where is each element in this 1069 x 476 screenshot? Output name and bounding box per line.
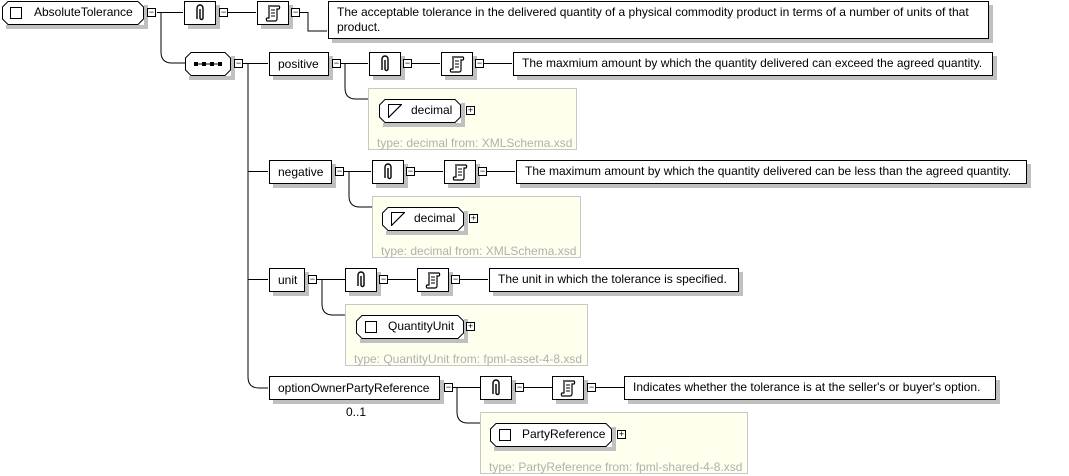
annotation-node[interactable] bbox=[480, 376, 512, 400]
scroll-icon bbox=[425, 272, 441, 289]
element-node-unit[interactable]: unit bbox=[269, 268, 305, 292]
collapse-toggle[interactable]: − bbox=[478, 166, 487, 176]
type-box: decimal + type: decimal from: XMLSchema.… bbox=[372, 196, 581, 258]
element-node-negative[interactable]: negative bbox=[269, 160, 332, 184]
type-node[interactable]: decimal bbox=[379, 99, 461, 123]
collapse-toggle[interactable]: − bbox=[444, 382, 453, 392]
type-node[interactable]: QuantityUnit bbox=[356, 315, 464, 339]
type-node[interactable]: PartyReference bbox=[490, 423, 612, 447]
type-box: QuantityUnit + type: QuantityUnit from: … bbox=[345, 304, 588, 366]
collapse-toggle[interactable]: − bbox=[451, 274, 460, 284]
type-info: type: PartyReference from: fpml-shared-4… bbox=[489, 460, 743, 474]
documentation-line: product. bbox=[337, 20, 381, 34]
paperclip-icon bbox=[357, 271, 365, 288]
sequence-icon bbox=[194, 62, 222, 66]
documentation-line: The acceptable tolerance in the delivere… bbox=[337, 5, 969, 19]
documentation-node[interactable] bbox=[444, 160, 476, 184]
expand-toggle[interactable]: + bbox=[466, 321, 475, 331]
annotation-node[interactable] bbox=[345, 268, 377, 292]
root-element-name: AbsoluteTolerance bbox=[34, 5, 133, 19]
simple-type-icon bbox=[391, 212, 405, 226]
collapse-toggle[interactable]: − bbox=[587, 382, 596, 392]
documentation-node[interactable] bbox=[257, 1, 289, 25]
type-box: PartyReference + type: PartyReference fr… bbox=[480, 412, 748, 474]
collapse-toggle[interactable]: − bbox=[406, 166, 415, 176]
annotation-node[interactable] bbox=[372, 160, 404, 184]
type-node[interactable]: decimal bbox=[382, 207, 464, 231]
type-name: QuantityUnit bbox=[388, 319, 455, 333]
expand-toggle[interactable]: + bbox=[466, 105, 475, 115]
complex-type-icon bbox=[499, 429, 511, 441]
scroll-icon bbox=[449, 56, 465, 73]
connector bbox=[348, 171, 372, 208]
element-documentation: The unit in which the tolerance is speci… bbox=[489, 268, 739, 292]
annotation-node[interactable] bbox=[369, 52, 401, 76]
complex-type-icon bbox=[365, 321, 377, 333]
element-documentation: Indicates whether the tolerance is at th… bbox=[624, 376, 996, 400]
connector bbox=[247, 63, 268, 389]
collapse-toggle[interactable]: − bbox=[403, 58, 412, 68]
paperclip-icon bbox=[196, 4, 204, 21]
root-documentation: The acceptable tolerance in the delivere… bbox=[328, 1, 989, 39]
collapse-toggle[interactable]: − bbox=[219, 7, 228, 17]
paperclip-icon bbox=[381, 55, 389, 72]
scroll-icon bbox=[265, 5, 281, 22]
collapse-toggle[interactable]: − bbox=[234, 58, 243, 68]
octagon-outline bbox=[490, 423, 612, 447]
collapse-toggle[interactable]: − bbox=[475, 58, 484, 68]
connector bbox=[321, 279, 345, 316]
annotation-node[interactable] bbox=[184, 1, 216, 25]
collapse-toggle[interactable]: − bbox=[308, 274, 317, 284]
documentation-node[interactable] bbox=[417, 268, 449, 292]
octagon-outline bbox=[2, 1, 144, 25]
connector bbox=[456, 387, 480, 424]
type-name: decimal bbox=[414, 211, 456, 225]
type-info: type: QuantityUnit from: fpml-asset-4-8.… bbox=[354, 352, 583, 366]
paperclip-icon bbox=[384, 163, 392, 180]
type-info: type: decimal from: XMLSchema.xsd bbox=[381, 244, 577, 258]
octagon-outline bbox=[356, 315, 464, 339]
scroll-icon bbox=[452, 164, 468, 181]
cardinality-label: 0..1 bbox=[346, 405, 367, 419]
expand-toggle[interactable]: + bbox=[617, 429, 626, 439]
element-node-positive[interactable]: positive bbox=[269, 52, 329, 76]
connector bbox=[300, 12, 327, 32]
expand-toggle[interactable]: + bbox=[469, 213, 478, 223]
type-info: type: decimal from: XMLSchema.xsd bbox=[377, 136, 573, 150]
element-documentation: The maximum amount by which the quantity… bbox=[516, 160, 1027, 184]
complex-type-icon bbox=[10, 7, 22, 19]
collapse-toggle[interactable]: − bbox=[291, 7, 300, 17]
scroll-icon bbox=[560, 380, 576, 397]
type-name: decimal bbox=[411, 103, 453, 117]
collapse-toggle[interactable]: − bbox=[379, 274, 388, 284]
connector bbox=[344, 63, 368, 100]
root-element-node[interactable]: AbsoluteTolerance bbox=[2, 1, 144, 25]
documentation-node[interactable] bbox=[552, 376, 584, 400]
collapse-toggle[interactable]: − bbox=[332, 58, 341, 68]
collapse-toggle[interactable]: − bbox=[147, 7, 156, 17]
collapse-toggle[interactable]: − bbox=[335, 166, 344, 176]
collapse-toggle[interactable]: − bbox=[515, 382, 524, 392]
sequence-compositor[interactable] bbox=[185, 52, 231, 76]
documentation-node[interactable] bbox=[441, 52, 473, 76]
element-node-optionOwnerPartyReference[interactable]: optionOwnerPartyReference bbox=[269, 376, 440, 400]
paperclip-icon bbox=[492, 379, 500, 396]
simple-type-icon bbox=[388, 104, 402, 118]
type-box: decimal + type: decimal from: XMLSchema.… bbox=[368, 88, 577, 150]
element-documentation: The maxmium amount by which the quantity… bbox=[513, 52, 993, 76]
connector bbox=[160, 12, 185, 64]
type-name: PartyReference bbox=[522, 427, 606, 441]
